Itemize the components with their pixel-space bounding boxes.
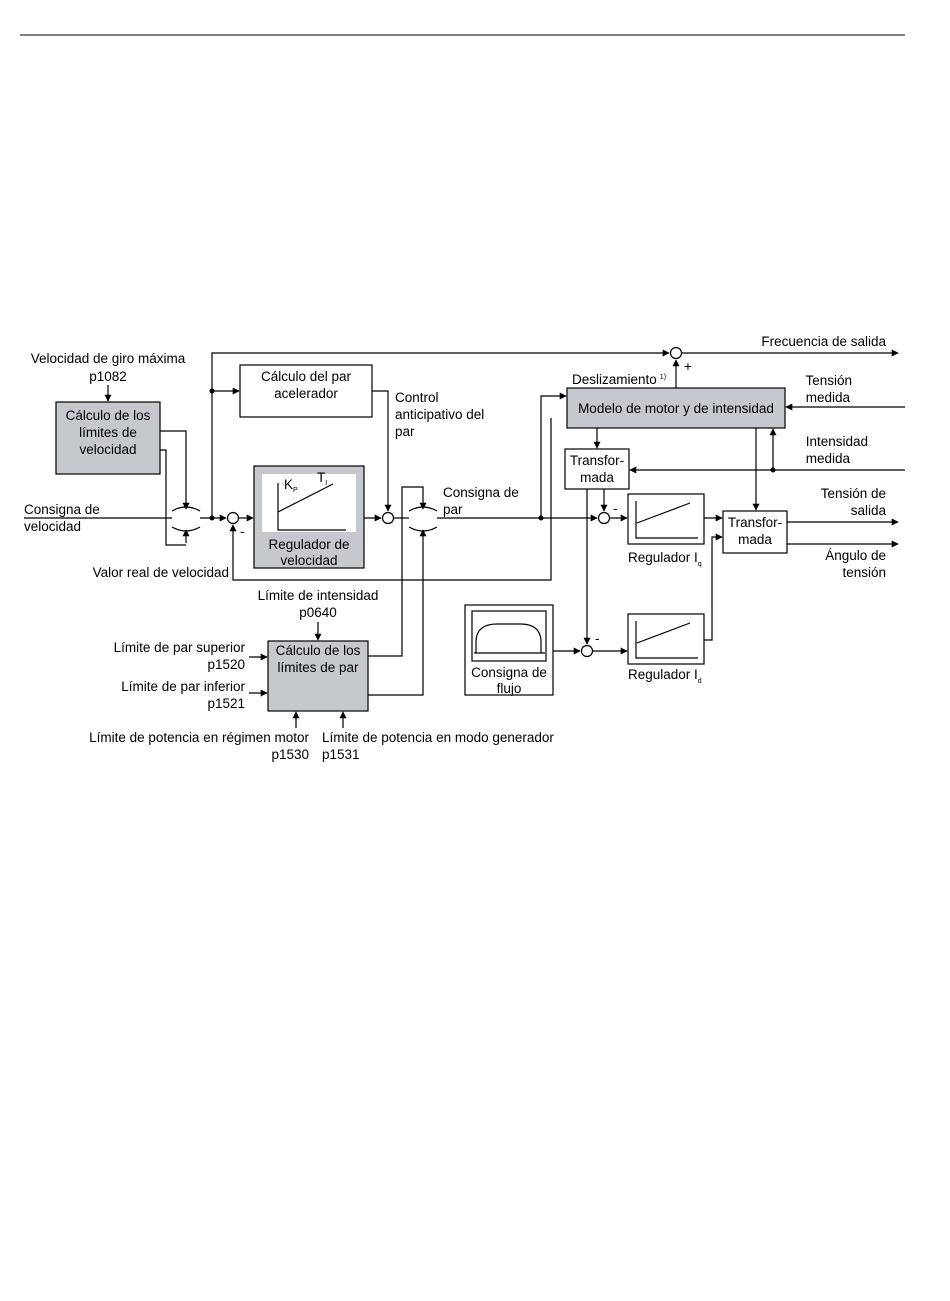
upper-torque-label-2: p1520	[207, 657, 245, 672]
gen-power-label-1: Límite de potencia en modo generador	[322, 730, 554, 745]
torque-setpoint-label-1: Consigna de	[443, 485, 519, 500]
transform-1-text-1: Transfor-	[570, 453, 624, 468]
speed-limits-block	[55, 401, 161, 475]
flux-setpoint-block	[464, 604, 554, 696]
speed-limits-text-2: límites de	[79, 425, 137, 440]
iq-controller-block	[627, 493, 705, 545]
speed-setpoint-label-2: velocidad	[24, 519, 81, 534]
speed-controller-block	[253, 465, 365, 569]
feedforward-label-1: Control	[395, 390, 439, 405]
voltage-angle-label-1: Ángulo de	[825, 548, 886, 563]
voltage-angle-label-2: tensión	[842, 565, 886, 580]
ti-symbol: TI	[317, 470, 327, 487]
flux-setpoint-text-1: Consigna de	[471, 665, 547, 680]
speed-setpoint-label-1: Consigna de	[24, 502, 100, 517]
measured-current-label-1: Intensidad	[806, 434, 868, 449]
motor-power-label-2: p1530	[271, 747, 309, 762]
junction-dot	[209, 388, 215, 394]
frequency-sum-plus: +	[684, 359, 692, 374]
torque-limits-block	[267, 640, 369, 712]
gen-power-label-2: p1531	[322, 747, 360, 762]
transform-block-2	[722, 510, 788, 554]
torque-setpoint-label-2: par	[443, 502, 463, 517]
junction-dot	[538, 515, 544, 521]
output-voltage-label-2: salida	[851, 503, 887, 518]
measured-voltage-label-1: Tensión	[805, 373, 852, 388]
speed-limits-text-3: velocidad	[79, 442, 136, 457]
measured-current-label-2: medida	[806, 451, 851, 466]
torque-limits-text-2: límites de par	[277, 660, 359, 675]
accel-torque-text-1: Cálculo del par	[261, 369, 352, 384]
flux-setpoint-text-2: flujo	[497, 681, 522, 696]
motor-model-text: Modelo de motor y de intensidad	[578, 401, 774, 416]
transform-block-1	[564, 448, 630, 490]
lower-torque-label-2: p1521	[207, 696, 245, 711]
torque-limiter	[408, 494, 438, 546]
motor-power-label-1: Límite de potencia en régimen motor	[89, 730, 309, 745]
id-controller-block	[627, 613, 705, 665]
torque-summing-point	[381, 511, 395, 525]
iq-summing-point	[597, 511, 611, 525]
speed-controller-text-1: Regulador de	[268, 537, 349, 552]
measured-voltage-label-2: medida	[806, 390, 851, 405]
output-freq-label: Frecuencia de salida	[761, 334, 886, 349]
speed-sum-minus: -	[240, 524, 245, 539]
kp-symbol: KP	[284, 477, 298, 494]
feedforward-label-2: anticipativo del	[395, 407, 484, 422]
signal-lines	[24, 349, 905, 728]
frequency-summing-point	[669, 346, 683, 360]
id-controller-label: Regulador Id	[628, 667, 702, 685]
transform-2-text-2: mada	[738, 532, 772, 547]
transform-2-text-1: Transfor-	[728, 515, 782, 530]
lower-torque-label-1: Límite de par inferior	[121, 679, 245, 694]
junction-dot	[770, 467, 776, 473]
iq-sum-minus: -	[613, 501, 618, 516]
id-summing-point	[580, 644, 594, 658]
speed-limits-text-1: Cálculo de los	[66, 408, 151, 423]
motor-model-block	[566, 387, 786, 429]
output-voltage-label-1: Tensión de	[821, 486, 886, 501]
speed-summing-point	[226, 511, 240, 525]
id-sum-minus: -	[595, 631, 600, 646]
max-speed-label-1: Velocidad de giro máxima	[31, 351, 186, 366]
junction-dot	[209, 515, 215, 521]
speed-limiter	[171, 496, 201, 543]
upper-torque-label-1: Límite de par superior	[114, 640, 246, 655]
current-limit-label-2: p0640	[299, 605, 337, 620]
accel-torque-block	[239, 364, 373, 418]
speed-controller-text-2: velocidad	[280, 553, 337, 568]
current-limit-label-1: Límite de intensidad	[258, 588, 379, 603]
accel-torque-text-2: acelerador	[274, 386, 338, 401]
feedforward-label-3: par	[395, 424, 415, 439]
torque-limits-text-1: Cálculo de los	[276, 643, 361, 658]
actual-speed-label: Valor real de velocidad	[93, 565, 229, 580]
iq-controller-label: Regulador Iq	[628, 550, 702, 568]
max-speed-label-2: p1082	[89, 369, 127, 384]
transform-1-text-2: mada	[580, 470, 614, 485]
